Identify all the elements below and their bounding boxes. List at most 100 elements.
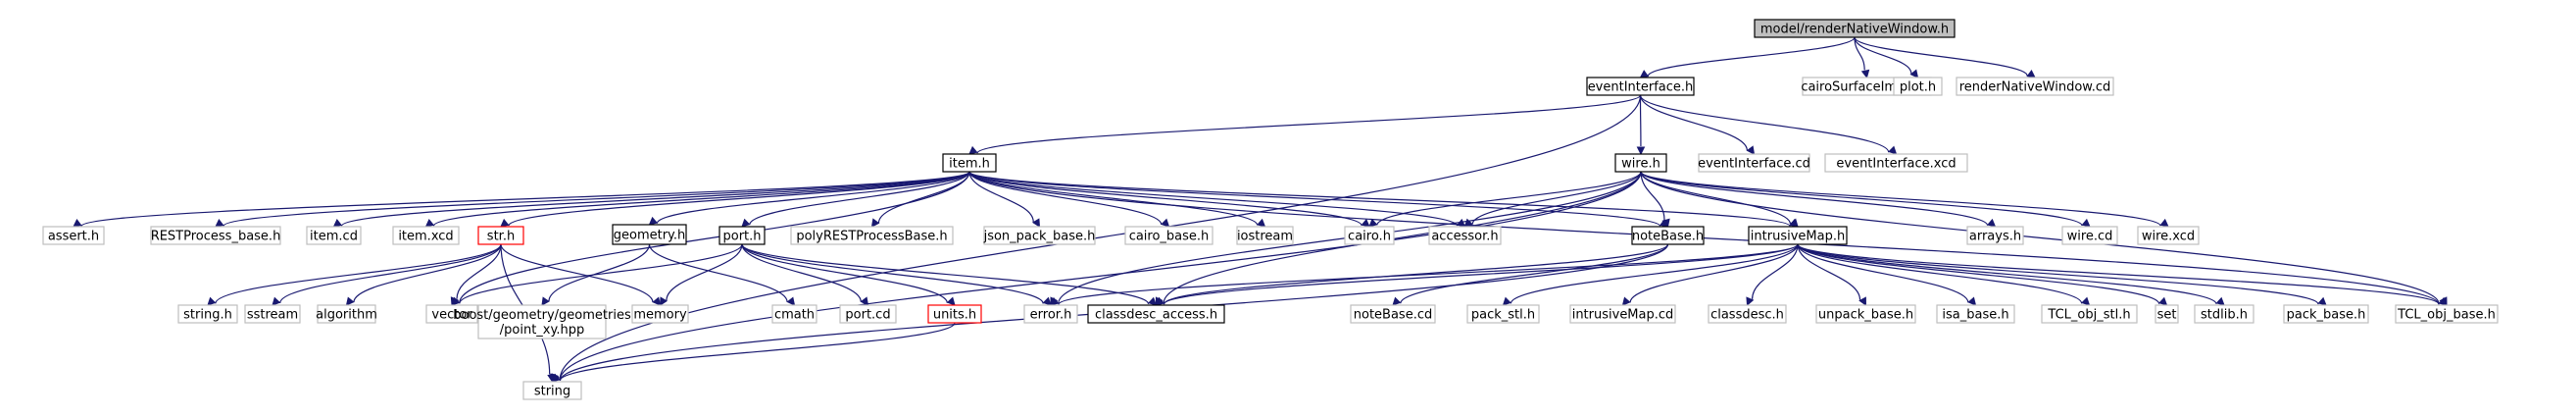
node-label: cairo_base.h bbox=[1129, 230, 1210, 244]
node-classdesc-access-h[interactable]: classdesc_access.h bbox=[1087, 304, 1225, 324]
edge-intrusiveMap_h-to-pack_base_h bbox=[1797, 243, 2327, 306]
node-label: cmath bbox=[774, 308, 815, 323]
edge-intrusiveMap_h-to-unpack_base_h bbox=[1797, 243, 1867, 306]
edge-layer bbox=[73, 36, 2448, 384]
node-stdlib-h: stdlib.h bbox=[2194, 304, 2254, 324]
node-label: classdesc_access.h bbox=[1095, 308, 1217, 323]
edge-str_h-to-string_h bbox=[207, 243, 502, 306]
node-error-h: error.h bbox=[1023, 304, 1078, 324]
node-renderNativeWindow-cd: renderNativeWindow.cd bbox=[1956, 77, 2114, 96]
node-eventInterface-h[interactable]: eventInterface.h bbox=[1586, 77, 1695, 96]
node-noteBase-h[interactable]: noteBase.h bbox=[1631, 226, 1705, 245]
node-label: unpack_base.h bbox=[1818, 308, 1913, 323]
node-label: arrays.h bbox=[1969, 230, 2021, 244]
edge-wire_h-to-noteBase_h bbox=[1640, 171, 1670, 229]
edge-item_h-to-assert_h bbox=[73, 171, 970, 228]
edge-intrusiveMap_h-to-pack_stl_h bbox=[1502, 243, 1799, 306]
edge-str_h-to-memory bbox=[500, 243, 662, 306]
node-isa-base-h: isa_base.h bbox=[1936, 304, 2015, 324]
node-label: item.xcd bbox=[398, 230, 453, 244]
node-label: port.h bbox=[722, 230, 761, 244]
node-layer: model/renderNativeWindow.h eventInterface… bbox=[42, 19, 2499, 400]
node-label: noteBase.cd bbox=[1354, 308, 1432, 323]
edge-port_h-to-error_h bbox=[741, 243, 1052, 306]
node-string-h: string.h bbox=[177, 304, 238, 324]
node-wire-cd: wire.cd bbox=[2061, 226, 2118, 245]
node-intrusiveMap-cd: intrusiveMap.cd bbox=[1569, 304, 1676, 324]
edge-intrusiveMap_h-to-set bbox=[1797, 243, 2168, 306]
edge-eventInterface_h-to-eventInterface_xcd bbox=[1639, 94, 1898, 155]
edge-eventInterface_h-to-item_h bbox=[968, 94, 1642, 155]
node-item-cd: item.cd bbox=[306, 226, 362, 245]
edge-root-to-cairoSurfaceImage_h bbox=[1854, 36, 1870, 79]
edge-port_h-to-port_cd bbox=[741, 243, 869, 306]
edge-item_h-to-geometry_h bbox=[648, 171, 970, 226]
edge-geometry_h-to-boost_point bbox=[541, 243, 651, 306]
node-port-h[interactable]: port.h bbox=[718, 226, 766, 245]
node-pack-stl-h: pack_stl.h bbox=[1466, 304, 1540, 324]
edge-item_h-to-port_h bbox=[741, 171, 970, 228]
node-item-h[interactable]: item.h bbox=[942, 153, 997, 173]
node-label: wire.xcd bbox=[2142, 230, 2195, 244]
node-label: sstream bbox=[247, 308, 298, 323]
node-label: polyRESTProcessBase.h bbox=[796, 230, 947, 244]
node-label: json_pack_base.h bbox=[983, 230, 1096, 244]
node-cairo-base-h: cairo_base.h bbox=[1124, 226, 1214, 245]
node-label: geometry.h bbox=[614, 229, 686, 243]
edge-intrusiveMap_h-to-error_h bbox=[1050, 243, 1799, 306]
node-TCL-obj-base-h: TCL_obj_base.h bbox=[2395, 304, 2499, 324]
edge-wire_h-to-arrays_h bbox=[1640, 171, 1997, 228]
node-label: item.cd bbox=[310, 230, 358, 244]
edge-intrusiveMap_h-to-intrusiveMap_cd bbox=[1621, 243, 1799, 306]
node-pack-base-h: pack_base.h bbox=[2283, 304, 2369, 324]
node-assert-h: assert.h bbox=[42, 226, 105, 245]
node-wire-xcd: wire.xcd bbox=[2137, 226, 2200, 245]
edge-intrusiveMap_h-to-classdesc_access_h bbox=[1155, 243, 1799, 306]
edge-wire_h-to-intrusiveMap_h bbox=[1640, 171, 1799, 228]
node-label: noteBase.h bbox=[1632, 230, 1704, 244]
node-units-h[interactable]: units.h bbox=[927, 304, 982, 324]
node-label: eventInterface.xcd bbox=[1836, 157, 1956, 172]
edge-intrusiveMap_h-to-isa_base_h bbox=[1797, 243, 1977, 306]
node-label: model/renderNativeWindow.h bbox=[1760, 23, 1949, 37]
edge-eventInterface_h-to-wire_h bbox=[1636, 94, 1646, 156]
edge-geometry_h-to-cmath bbox=[648, 243, 796, 306]
node-str-h[interactable]: str.h bbox=[477, 226, 524, 245]
node-cairo-h: cairo.h bbox=[1344, 226, 1395, 245]
node-label: item.h bbox=[949, 157, 990, 172]
node-label: classdesc.h bbox=[1710, 308, 1784, 323]
edge-item_h-to-iostream bbox=[968, 171, 1266, 228]
node-wire-h[interactable]: wire.h bbox=[1614, 153, 1667, 173]
node-label: string bbox=[534, 385, 570, 399]
edge-str_h-to-algorithm bbox=[345, 243, 502, 306]
edge-noteBase_h-to-noteBase_cd bbox=[1392, 243, 1669, 306]
node-label: cairo.h bbox=[1348, 230, 1391, 244]
edge-item_h-to-RESTProcess_base_h bbox=[215, 171, 970, 228]
node-eventInterface-xcd: eventInterface.xcd bbox=[1824, 153, 1968, 173]
node-label: algorithm bbox=[316, 308, 377, 323]
node-label: intrusiveMap.h bbox=[1751, 230, 1845, 244]
node-string: string bbox=[522, 381, 582, 400]
edge-wire_h-to-wire_cd bbox=[1640, 171, 2091, 228]
node-polyRESTProcessBase-h: polyRESTProcessBase.h bbox=[790, 226, 954, 245]
node-label: set bbox=[2157, 308, 2177, 323]
node-label: string.h bbox=[183, 308, 232, 323]
node-label: intrusiveMap.cd bbox=[1572, 308, 1674, 323]
node-geometry-h[interactable]: geometry.h bbox=[612, 224, 687, 245]
node-label: port.cd bbox=[845, 308, 890, 323]
edge-intrusiveMap_h-to-classdesc_h bbox=[1746, 243, 1799, 307]
node-label: wire.cd bbox=[2067, 230, 2113, 244]
node-label: stdlib.h bbox=[2201, 308, 2248, 323]
edge-item_h-to-cairo_base_h bbox=[968, 171, 1170, 228]
node-intrusiveMap-h[interactable]: intrusiveMap.h bbox=[1748, 226, 1848, 245]
node-label: wire.h bbox=[1621, 157, 1660, 172]
edge-port_h-to-units_h bbox=[741, 243, 956, 306]
edge-item_h-to-item_cd bbox=[332, 171, 970, 228]
node-noteBase-cd: noteBase.cd bbox=[1350, 304, 1436, 324]
edge-intrusiveMap_h-to-TCL_obj_stl_h bbox=[1797, 243, 2091, 306]
node-root[interactable]: model/renderNativeWindow.h bbox=[1754, 19, 1956, 38]
node-label: TCL_obj_stl.h bbox=[2047, 308, 2130, 323]
edge-port_h-to-classdesc_access_h bbox=[741, 243, 1158, 306]
node-memory: memory bbox=[631, 304, 689, 324]
